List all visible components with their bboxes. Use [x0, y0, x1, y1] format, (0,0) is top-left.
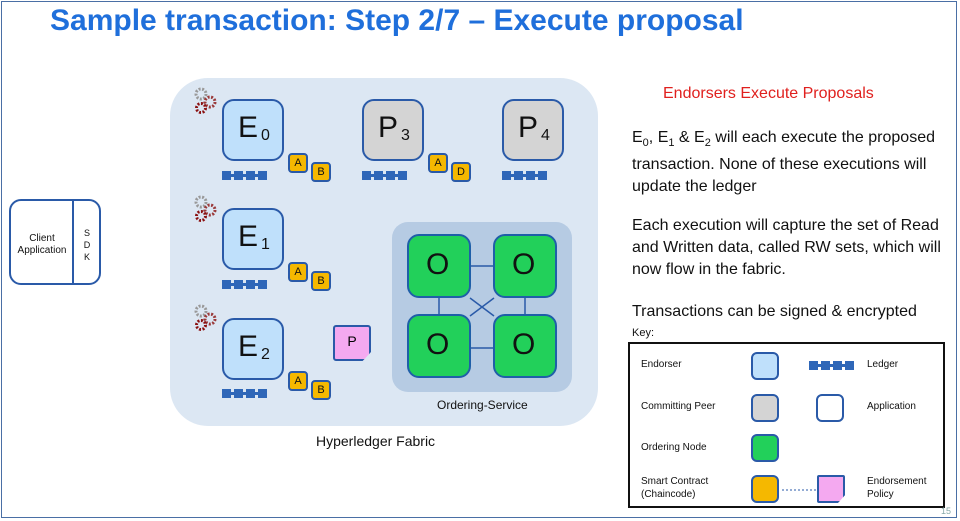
key-application-label: Application [867, 401, 916, 412]
committing-peer-p3: P 3 [362, 99, 424, 161]
endorser-e0: E 0 [222, 99, 284, 161]
smart-contract-a: A [288, 371, 308, 391]
gears-icon [194, 304, 217, 331]
key-ledger-icon [809, 361, 854, 370]
paragraph-signed: Transactions can be signed & encrypted [632, 303, 917, 320]
ledger-icon [222, 389, 267, 398]
key-committing-peer-label: Committing Peer [641, 401, 716, 412]
client-app-label: Client Application [17, 233, 67, 256]
orderer-node-2: O [493, 234, 557, 298]
paragraph-rw-sets: Each execution will capture the set of R… [632, 217, 941, 278]
page-number: 15 [941, 506, 952, 516]
smart-contract-a: A [288, 262, 308, 282]
endorser-e2: E 2 [222, 318, 284, 380]
smart-contract-b: B [311, 380, 331, 400]
key-endorser-label: Endorser [641, 359, 682, 370]
ledger-icon [222, 171, 267, 180]
slide-title: Sample transaction: Step 2/7 – Execute p… [50, 4, 744, 37]
key-application-swatch [816, 394, 844, 422]
fabric-label: Hyperledger Fabric [316, 433, 436, 449]
key-ledger-label: Ledger [867, 359, 899, 370]
ledger-icon [222, 280, 267, 289]
key-ordering-node-swatch [751, 434, 779, 462]
endorser-e1: E 1 [222, 208, 284, 270]
client-divider [72, 201, 74, 283]
key-smart-contract-swatch [751, 475, 779, 503]
smart-contract-b: B [311, 162, 331, 182]
ledger-icon [362, 171, 407, 180]
key-smart-contract-label: Smart Contract (Chaincode) [641, 476, 709, 500]
key-endorsement-policy-label: Endorsement Policy [867, 476, 927, 500]
ledger-icon [502, 171, 547, 180]
gears-icon [194, 195, 217, 222]
key-endorsement-policy-swatch [817, 475, 845, 503]
smart-contract-b: B [311, 271, 331, 291]
client-application: Client Application S D K [9, 199, 101, 285]
key-connector [782, 489, 816, 491]
key-ordering-node-label: Ordering Node [641, 442, 707, 453]
paragraph-execution: E0, E1 & E2 will each execute the propos… [632, 129, 935, 196]
orderer-node-1: O [407, 234, 471, 298]
gears-icon [194, 87, 217, 114]
key-endorser-swatch [751, 352, 779, 380]
smart-contract-a: A [288, 153, 308, 173]
key-committing-peer-swatch [751, 394, 779, 422]
ordering-service-label: Ordering-Service [437, 398, 528, 412]
smart-contract-d: D [451, 162, 471, 182]
orderer-node-4: O [493, 314, 557, 378]
key-label: Key: [632, 327, 655, 339]
orderer-links [438, 265, 526, 349]
section-title: Endorsers Execute Proposals [663, 85, 874, 102]
orderer-node-3: O [407, 314, 471, 378]
proposal-document: P [333, 325, 371, 361]
legend-key: Endorser Ledger Committing Peer Applicat… [628, 342, 945, 508]
smart-contract-a: A [428, 153, 448, 173]
committing-peer-p4: P 4 [502, 99, 564, 161]
sdk-label: S D K [83, 228, 91, 262]
